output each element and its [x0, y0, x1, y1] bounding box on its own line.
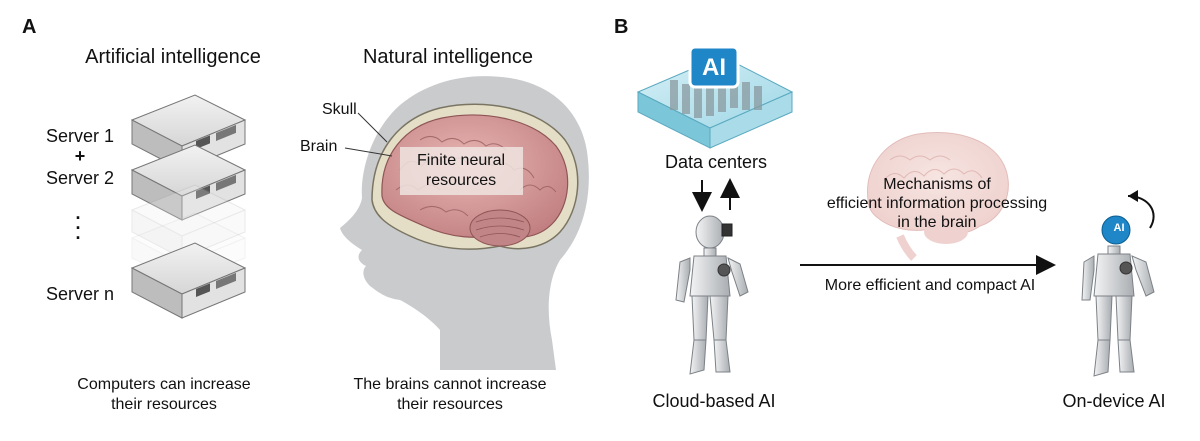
- cerebellum-shape: [469, 209, 531, 247]
- plus-sign: +: [74, 146, 86, 166]
- ni-caption-line2: their resources: [397, 396, 503, 413]
- ai-badge-box: [688, 45, 740, 89]
- ghost-brain-illustration: [867, 132, 1009, 261]
- data-centers-label: Data centers: [664, 152, 768, 172]
- mechanisms-line2: efficient information processing: [826, 195, 1048, 212]
- cloud-robot-illustration: [675, 215, 749, 375]
- mechanisms-line3: in the brain: [897, 214, 977, 231]
- ni-caption-line1: The brains cannot increase: [353, 376, 547, 393]
- vertical-ellipsis: . . .: [75, 203, 81, 243]
- panel-b-letter: B: [614, 16, 629, 38]
- ai-caption-line1: Computers can increase: [77, 376, 251, 393]
- skull-label: Skull: [322, 101, 357, 118]
- mechanisms-line1: Mechanisms of: [883, 176, 991, 193]
- finite-resources-box: [400, 147, 523, 195]
- head-ai-badge: AI: [1113, 222, 1125, 234]
- brain-label: Brain: [300, 138, 338, 155]
- finite-label-line1: Finite neural: [416, 152, 506, 169]
- ondevice-ai-label: On-device AI: [1062, 391, 1166, 411]
- head-brain-illustration: [340, 76, 589, 370]
- cloud-ai-label: Cloud-based AI: [652, 391, 776, 411]
- server-2-label: Server 2: [46, 168, 115, 188]
- skull-leader-line: [357, 112, 388, 143]
- self-improve-arrow-icon: [1127, 195, 1155, 229]
- ai-caption-line2: their resources: [111, 396, 217, 413]
- server-stack-illustration: [130, 94, 247, 319]
- data-center-illustration: [636, 45, 794, 149]
- arrow-label: More efficient and compact AI: [824, 277, 1036, 294]
- panel-a-letter: A: [22, 16, 37, 38]
- ni-title: Natural intelligence: [362, 46, 534, 68]
- finite-label-line2: resources: [425, 172, 497, 189]
- ondevice-robot-illustration: [1081, 215, 1155, 377]
- server-2-icon: [130, 144, 247, 221]
- server-1-label: Server 1: [46, 126, 115, 146]
- ai-title: Artificial intelligence: [85, 46, 261, 68]
- server-n-label: Server n: [46, 284, 115, 304]
- ai-badge-label: AI: [702, 54, 726, 81]
- brain-leader-line: [344, 147, 393, 157]
- server-n-icon: [130, 242, 247, 319]
